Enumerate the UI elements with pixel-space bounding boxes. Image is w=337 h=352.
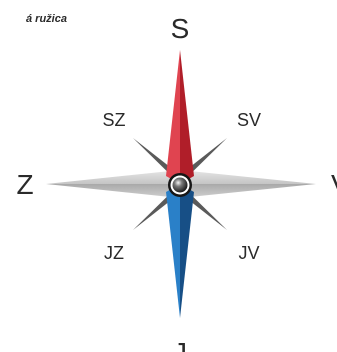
label-east: V xyxy=(331,169,337,200)
north-needle xyxy=(166,50,194,184)
label-southeast: JV xyxy=(238,243,259,263)
west-arm-top xyxy=(46,170,180,184)
label-northeast: SV xyxy=(237,110,261,130)
compass-center-pin-icon xyxy=(168,173,192,197)
label-northwest: SZ xyxy=(102,110,125,130)
west-arm-bottom xyxy=(46,184,180,198)
label-south: J xyxy=(173,337,187,352)
horizontal-arms xyxy=(46,170,316,198)
east-arm-bottom xyxy=(180,184,316,198)
north-needle-right xyxy=(180,50,194,184)
caption-text: á ružica xyxy=(26,13,67,25)
north-needle-left xyxy=(166,50,180,184)
label-southwest: JZ xyxy=(104,243,124,263)
south-needle xyxy=(166,184,194,318)
label-west: Z xyxy=(16,169,33,200)
east-arm-top xyxy=(180,170,316,184)
label-north: S xyxy=(171,13,190,44)
south-needle-left xyxy=(166,184,180,318)
south-needle-right xyxy=(180,184,194,318)
